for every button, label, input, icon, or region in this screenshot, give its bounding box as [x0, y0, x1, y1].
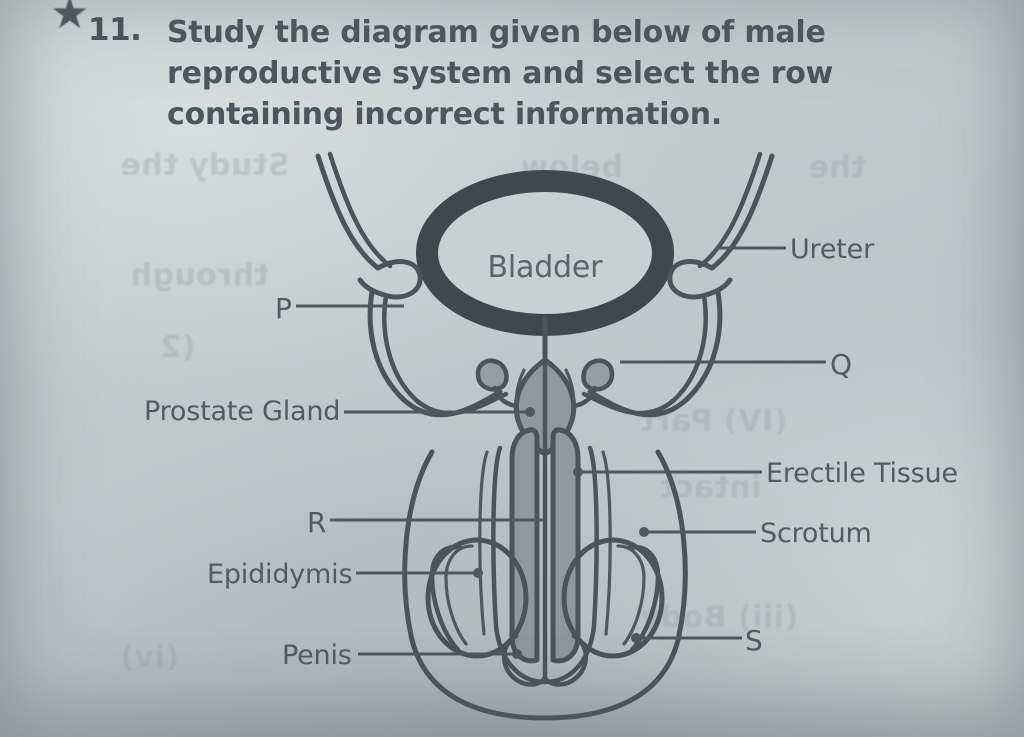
- question-text: Study the diagram given below of male re…: [167, 12, 1002, 135]
- question-line-1: Study the diagram given below of male: [167, 12, 1002, 53]
- seminal-vesicles: [475, 358, 615, 409]
- label-penis: Penis: [282, 640, 352, 671]
- label-epididymis: Epididymis: [207, 559, 353, 590]
- question-number: 11.: [88, 12, 142, 48]
- question-line-3: containing incorrect information.: [167, 97, 723, 132]
- question-line-1-text: Study the diagram given below of male: [167, 15, 826, 50]
- label-q: Q: [830, 348, 852, 381]
- label-p: P: [275, 292, 292, 325]
- question-line-2: reproductive system and select the row: [167, 53, 1002, 94]
- label-scrotum: Scrotum: [760, 518, 872, 549]
- label-s: S: [745, 624, 763, 657]
- leader-lines-left: [296, 304, 545, 659]
- label-ureter: Ureter: [790, 234, 874, 265]
- vas-deferens-left: [315, 151, 509, 418]
- bladder-label: Bladder: [487, 250, 603, 285]
- leader-lines-right: [573, 246, 826, 643]
- star-bullet-icon: ★: [50, 0, 90, 39]
- label-prostate-gland: Prostate Gland: [144, 396, 341, 427]
- label-r: R: [307, 506, 327, 539]
- glans-bulbs: [502, 633, 588, 687]
- vas-deferens-right: [581, 151, 775, 418]
- testis-left: [425, 537, 529, 659]
- testis-right: [561, 537, 665, 659]
- question-line-2-text: reproductive system and select the row: [167, 56, 834, 91]
- label-erectile-tissue: Erectile Tissue: [766, 458, 958, 489]
- penis-shaft: [478, 427, 612, 685]
